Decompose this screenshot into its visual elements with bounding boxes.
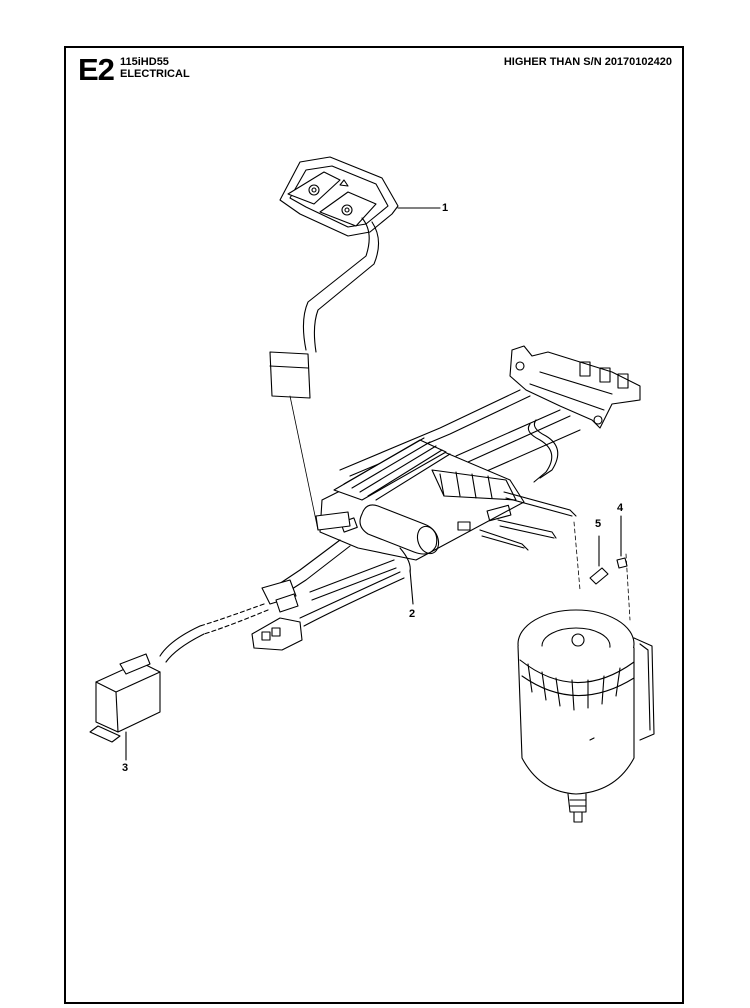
connector-block-icon <box>509 345 641 429</box>
callout-3: 3 <box>122 762 129 774</box>
control-panel-icon <box>269 156 399 399</box>
wire-harness-icon <box>159 539 405 663</box>
cable-trace <box>289 395 319 531</box>
callout-5: 5 <box>595 518 602 530</box>
callout-1: 1 <box>442 202 449 214</box>
model-heading: 115iHD55 ELECTRICAL <box>120 56 190 80</box>
nut-trace <box>625 553 631 621</box>
micro-switch-icon <box>89 653 161 743</box>
serial-note: HIGHER THAN S/N 20170102420 <box>503 56 672 68</box>
callout-4: 4 <box>617 502 624 514</box>
pin-icon <box>589 567 609 585</box>
section-code: E2 <box>78 52 115 87</box>
group-name: ELECTRICAL <box>120 67 190 80</box>
callout-2: 2 <box>409 608 416 620</box>
model-name: 115iHD55 <box>120 56 169 68</box>
circuit-board-icon <box>315 437 577 573</box>
motor-icon <box>517 609 655 823</box>
nut-icon <box>616 557 628 569</box>
leader-line-2 <box>409 569 414 605</box>
page-frame <box>64 46 684 1004</box>
pin-trace <box>573 521 581 591</box>
